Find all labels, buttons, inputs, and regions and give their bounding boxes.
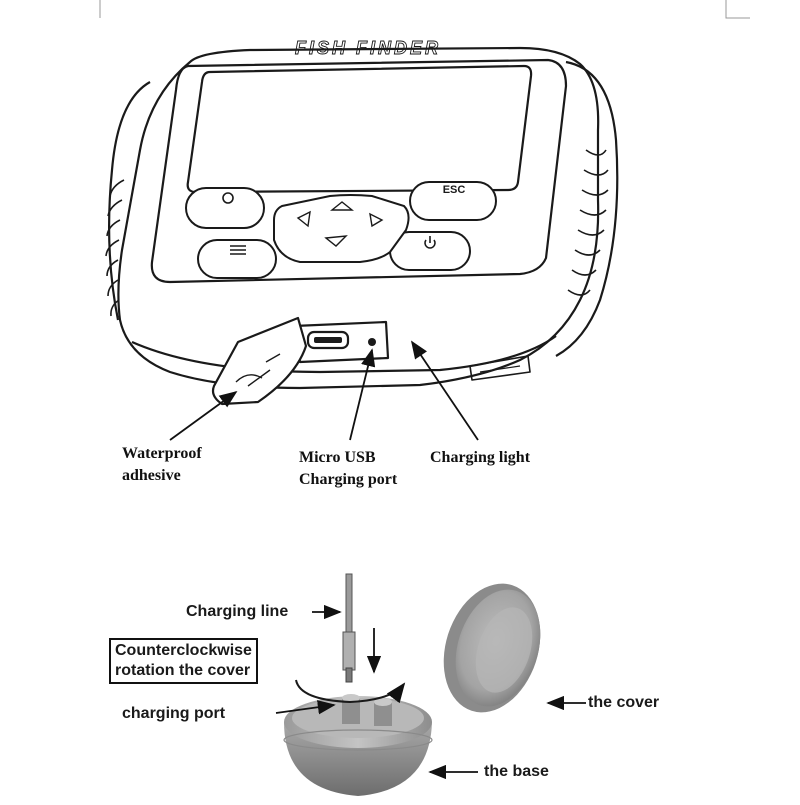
- button-power[interactable]: [389, 231, 471, 271]
- label-charging-line: Charging line: [186, 603, 289, 620]
- sensor-cover: [443, 583, 541, 713]
- label-waterproof-adhesive: Waterproof adhesive: [122, 443, 202, 487]
- crop-marks: [99, 0, 750, 19]
- left-grip: [108, 81, 151, 321]
- arrow-left-icon[interactable]: [296, 210, 311, 228]
- arrow-down-icon[interactable]: [324, 235, 348, 247]
- label-charging-light: Charging light: [430, 449, 531, 466]
- right-grip-ridges: [567, 149, 609, 296]
- side-vent: [469, 355, 531, 381]
- label-waterproof-line1: Waterproof: [122, 445, 202, 462]
- device-buttons: ESC: [185, 181, 497, 279]
- device-brand-text: FISH FINDER: [295, 38, 441, 58]
- charging-cable: [342, 573, 356, 683]
- bottom-callout-arrows: [275, 604, 586, 780]
- arrow-micro-usb: [349, 348, 376, 441]
- base-post: [374, 698, 392, 726]
- top-callout-arrows: [169, 340, 479, 441]
- label-microusb-line1: Micro USB: [299, 449, 376, 466]
- menu-icon: [230, 245, 246, 255]
- left-grip-ridges: [105, 179, 125, 317]
- label-microusb-line2: Charging port: [299, 471, 398, 488]
- waterproof-flap: [211, 316, 308, 406]
- label-rotation-line1: Counterclockwise: [115, 642, 252, 659]
- esc-button-label: ESC: [443, 184, 466, 196]
- arrow-charging-port: [275, 700, 336, 715]
- direction-pad[interactable]: [273, 194, 410, 263]
- charging-light-led: [368, 338, 376, 346]
- rotation-arrow: [295, 679, 406, 704]
- power-icon: [424, 236, 436, 249]
- arrow-up-icon[interactable]: [330, 201, 354, 211]
- settings-icon: [222, 192, 234, 204]
- button-menu[interactable]: [197, 239, 277, 279]
- label-the-cover: the cover: [588, 694, 660, 711]
- label-the-base: the base: [484, 763, 549, 780]
- device-lower-lip: [131, 335, 557, 374]
- label-counterclockwise-rotation: Counterclockwise rotation the cover: [109, 638, 258, 684]
- label-micro-usb-charging-port: Micro USB Charging port: [299, 447, 397, 491]
- label-charging-port: charging port: [122, 705, 226, 722]
- arrow-charging-light: [410, 340, 479, 441]
- charging-port-post: [342, 694, 360, 724]
- button-esc[interactable]: ESC: [409, 181, 497, 221]
- label-rotation-line2: rotation the cover: [115, 662, 251, 679]
- arrow-right-icon[interactable]: [369, 212, 384, 228]
- arrow-waterproof: [169, 390, 238, 441]
- right-grip: [555, 60, 619, 357]
- screen: [186, 64, 533, 194]
- label-waterproof-line2: adhesive: [122, 467, 181, 484]
- button-top-left[interactable]: [185, 187, 265, 229]
